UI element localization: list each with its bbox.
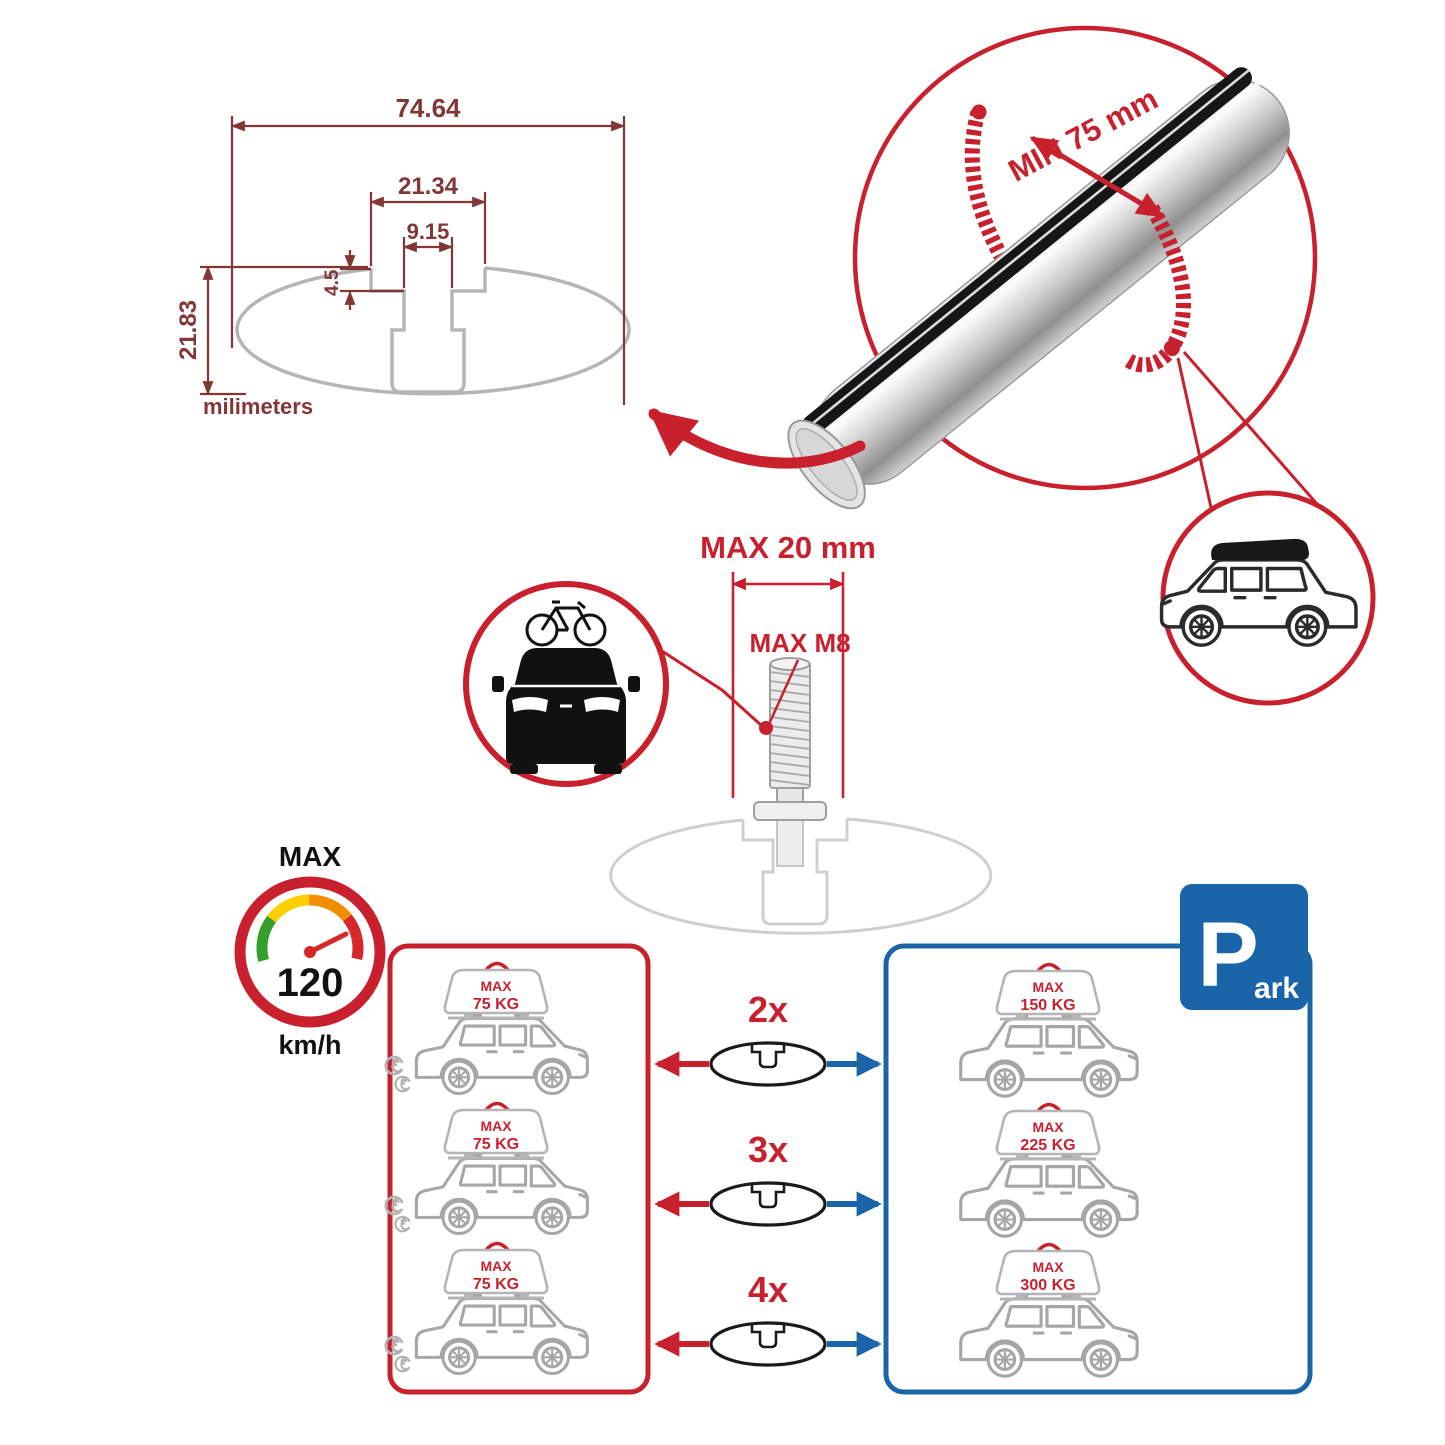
max-length-label: MAX 20 mm [700, 530, 876, 565]
bar-closeup-circle: MIN 75 mm [648, 25, 1340, 529]
clamp-strap-icon [964, 104, 1011, 266]
bar-count-2: 3x [748, 1129, 788, 1170]
bolt-thread-lines [769, 671, 811, 786]
parked-capacity-panel: MAX 150 KG MAX 225 KG MAX 300 KG [883, 943, 1313, 1395]
park-load-max-3: MAX [1032, 1259, 1064, 1275]
park-load-kg-1: 150 KG [1020, 997, 1075, 1014]
speed-max-label: MAX [279, 841, 342, 872]
park-load-max-2: MAX [1032, 1119, 1064, 1135]
bar-count-1: 2x [748, 989, 788, 1030]
dim-total-height-label: 21.83 [175, 300, 202, 360]
driving-capacity-panel: MAX 75 KG MAX 75 KG MAX 75 KG [384, 943, 651, 1395]
bike-callout-line [647, 640, 764, 728]
speed-value: 120 [277, 961, 344, 1005]
profile-dimension-drawing: 74.64 21.34 9.15 4.5 21.83 milimeters [175, 93, 631, 419]
gauge-arc [256, 894, 364, 962]
drive-load-kg-1: 75 KG [473, 996, 519, 1013]
crossbar-oval-icon [709, 1321, 827, 1367]
parking-sign-icon [1180, 884, 1308, 1010]
callout-dot [1164, 340, 1180, 356]
bolt-dimension-drawing: MAX 20 mm MAX M8 [609, 530, 993, 935]
drive-load-kg-2: 75 KG [473, 1136, 519, 1153]
ghost-profile-icon [609, 817, 993, 935]
drive-load-max-1: MAX [480, 978, 512, 994]
dim-units-label: milimeters [203, 394, 313, 419]
bar-count-3: 4x [748, 1269, 788, 1310]
roof-box-icon [1211, 538, 1309, 560]
min-span-arrow [1029, 135, 1165, 219]
gauge-needle [307, 931, 349, 955]
drive-load-max-3: MAX [480, 1258, 512, 1274]
crossbar-oval-icon [709, 1181, 827, 1227]
clamp-strap-front-icon [1123, 204, 1191, 373]
parking-sign: P ark [1180, 884, 1308, 1010]
max-length-dimension [731, 572, 845, 798]
crossbar-oval-icon [709, 1041, 827, 1087]
bike-icon [525, 600, 607, 647]
dimension-lines [200, 116, 626, 405]
dim-lip-depth-label: 4.5 [322, 269, 343, 296]
park-load-kg-2: 225 KG [1020, 1137, 1075, 1154]
speed-unit-label: km/h [278, 1030, 341, 1060]
drive-load-max-2: MAX [480, 1118, 512, 1134]
bolt-icon [753, 657, 827, 867]
callout-line-2 [1182, 351, 1340, 529]
park-load-kg-3: 300 KG [1020, 1277, 1075, 1294]
dim-slot-width-label: 9.15 [407, 219, 450, 244]
speed-limit-gauge: MAX 120 km/h [234, 841, 386, 1060]
bike-car-callout [463, 581, 764, 787]
closeup-pointer-arrow [648, 408, 866, 469]
dim-total-width-label: 74.64 [395, 93, 461, 123]
drive-load-kg-3: 75 KG [473, 1276, 519, 1293]
roofbox-car-callout [1159, 490, 1376, 706]
thread-callout-dot [759, 721, 773, 735]
parking-suffix: ark [1254, 972, 1299, 1005]
profile-channel-shape [369, 268, 487, 394]
parking-letter: P [1197, 904, 1258, 1006]
max-thread-label: MAX M8 [749, 628, 850, 658]
thread-leader-line [768, 659, 800, 723]
capacity-row-connectors: 2x 3x 4x [654, 989, 882, 1367]
car-front-bike-icon [492, 600, 640, 774]
park-load-max-1: MAX [1032, 979, 1064, 995]
callout-line-1 [1176, 357, 1214, 513]
dim-channel-width-label: 21.34 [398, 173, 459, 200]
